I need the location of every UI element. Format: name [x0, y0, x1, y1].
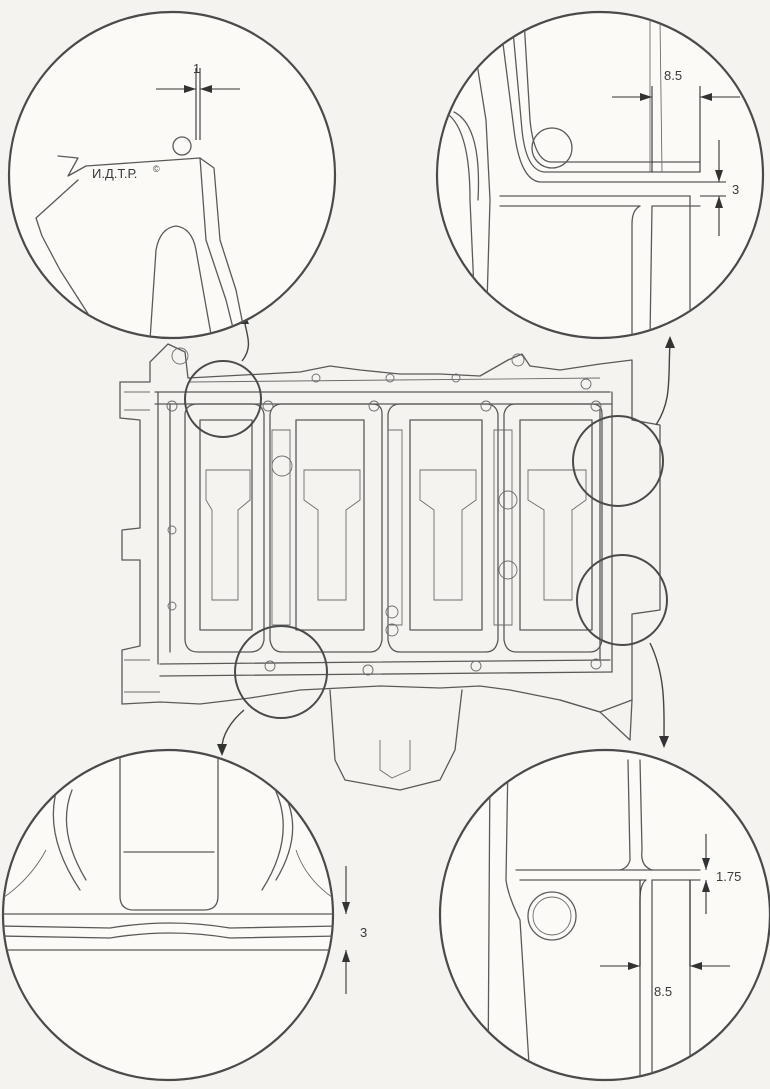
dimension-label-1-75: 1.75 — [716, 869, 741, 884]
detail-marker-bottom-right — [576, 554, 668, 646]
leader-arrows — [217, 312, 675, 756]
cylinder-block — [119, 343, 661, 791]
detail-marker-bottom-left — [234, 625, 328, 719]
detail-bottom-left: 3 — [1, 748, 367, 1082]
dimension-label-3-lower: 3 — [360, 925, 367, 940]
dimension-label-8-5-lower: 8.5 — [654, 984, 672, 999]
marking-label: И.Д.Т.Р. — [92, 166, 137, 181]
dimension-label-1: 1 — [193, 61, 200, 76]
detail-marker-top-right — [572, 415, 664, 507]
detail-top-right: 8.5 3 — [435, 10, 765, 340]
detail-bottom-right: 1.75 8.5 — [438, 748, 770, 1082]
copyright-symbol: © — [153, 164, 160, 174]
dimension-label-3: 3 — [732, 182, 739, 197]
dimension-label-8-5: 8.5 — [664, 68, 682, 83]
detail-marker-top-left — [184, 360, 262, 438]
detail-top-left: 1 И.Д.Т.Р. © — [7, 10, 337, 340]
